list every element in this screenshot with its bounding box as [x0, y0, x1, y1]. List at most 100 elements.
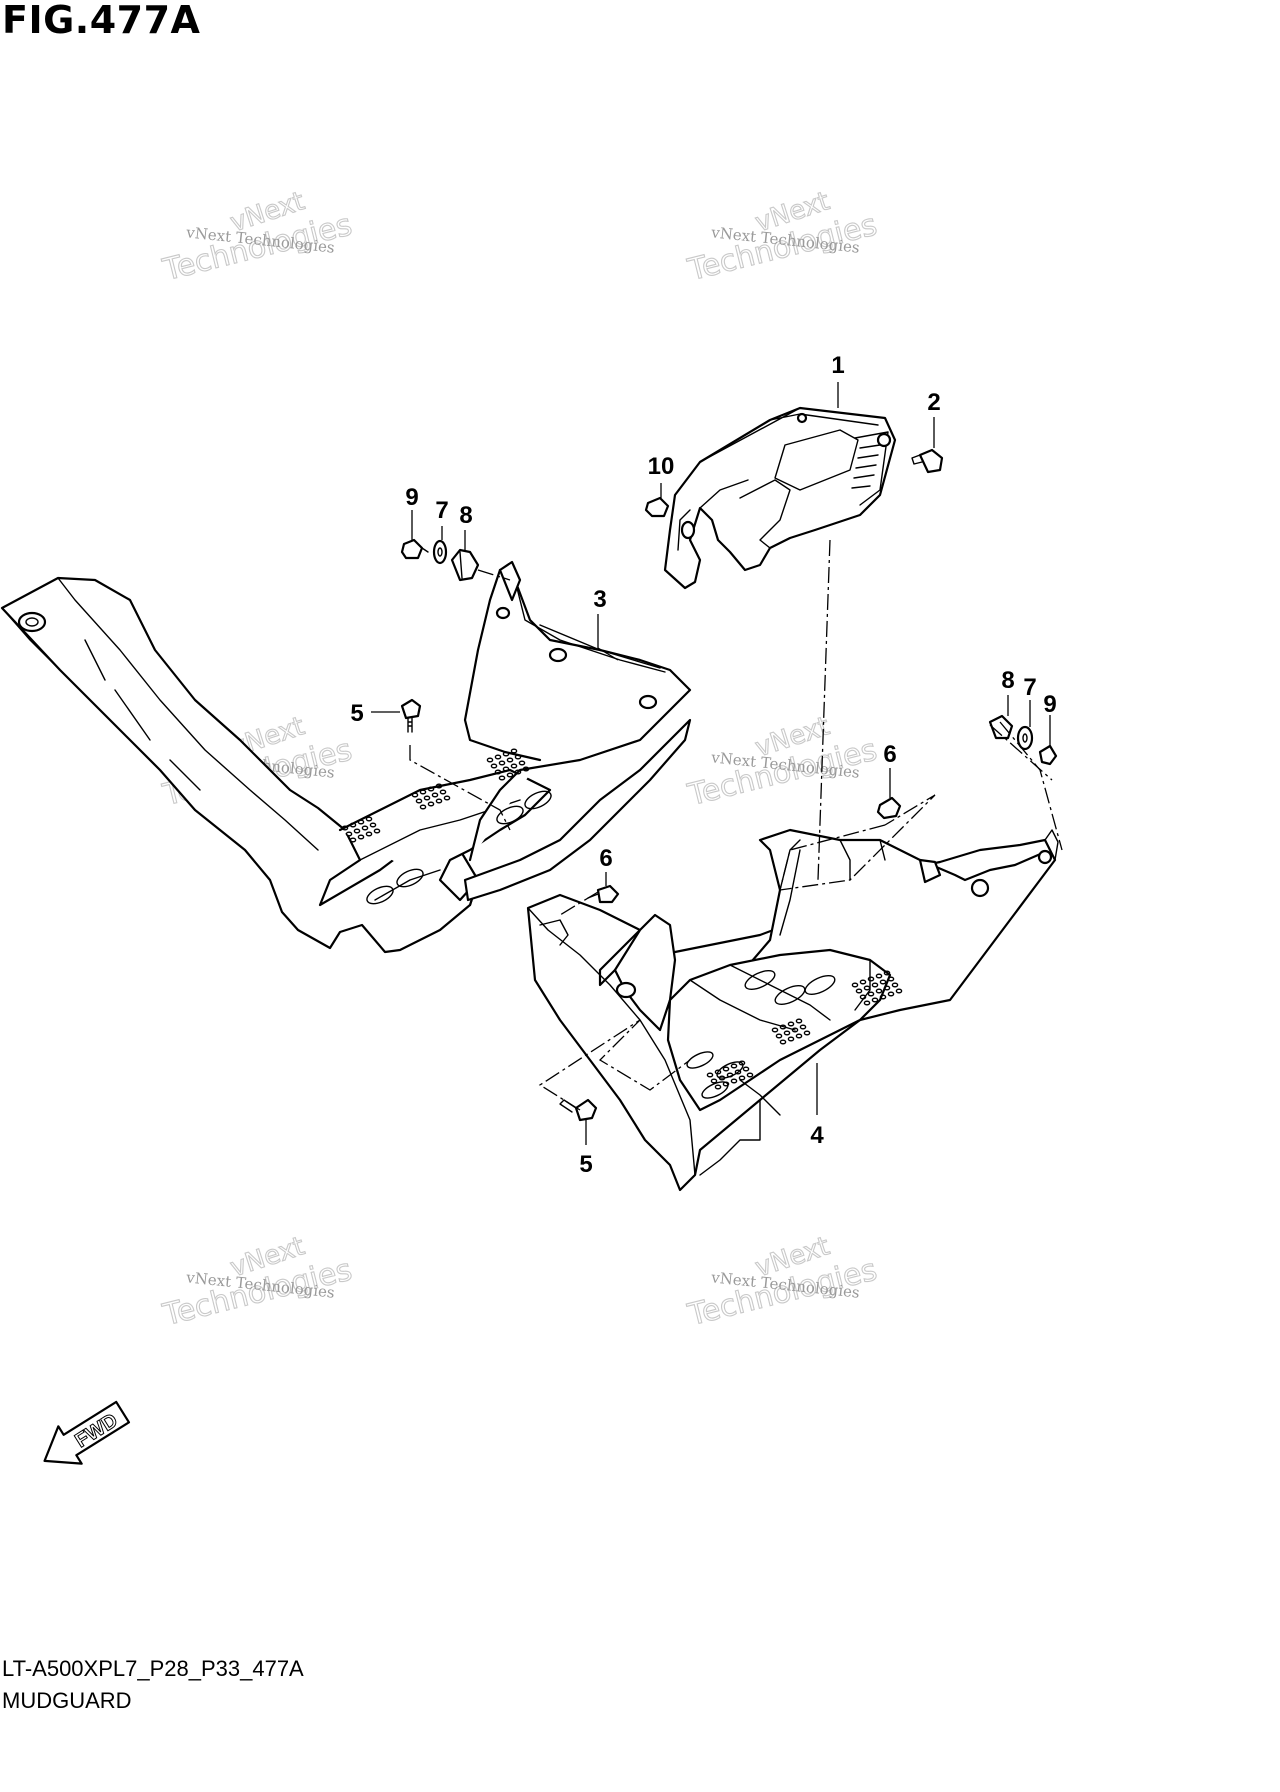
part-9-screw-left — [400, 538, 429, 560]
callout-3: 3 — [593, 586, 606, 613]
callout-6-lower: 6 — [599, 845, 612, 872]
tread-dot — [494, 754, 502, 760]
part-7-washer-right — [1016, 725, 1034, 751]
tread-dot — [494, 769, 502, 775]
tread-dot — [722, 1081, 730, 1087]
part-6-bolt-lower — [587, 884, 620, 904]
tread-dot — [349, 822, 357, 828]
tread-dot — [353, 828, 361, 834]
tread-dot — [518, 760, 526, 766]
tread-dot — [895, 988, 903, 994]
tread-dot — [427, 786, 435, 792]
leader-lines — [371, 382, 1051, 1145]
tread-dot — [883, 985, 891, 991]
tread-dot — [879, 994, 887, 1000]
callout-5-lower: 5 — [579, 1151, 592, 1178]
assembly-dash-lines — [409, 539, 1063, 1111]
tread-dot — [510, 748, 518, 754]
tread-dot — [859, 979, 867, 985]
tread-dot — [427, 801, 435, 807]
part-5-bolt-left — [400, 698, 422, 733]
tread-dot — [879, 979, 887, 985]
tread-dot — [357, 819, 365, 825]
tread-dot — [742, 1066, 750, 1072]
tread-dot — [795, 1018, 803, 1024]
callout-4: 4 — [810, 1122, 824, 1149]
tread-dot — [738, 1075, 746, 1081]
tread-dot — [851, 982, 859, 988]
tread-dot — [734, 1069, 742, 1075]
tread-dot — [341, 825, 349, 831]
tread-dot — [799, 1024, 807, 1030]
tread-dot — [345, 831, 353, 837]
tread-dot — [411, 792, 419, 798]
tread-dot — [443, 795, 451, 801]
callout-7-right: 7 — [1023, 674, 1036, 701]
tread-dot — [775, 1033, 783, 1039]
tread-dot — [867, 976, 875, 982]
part-8-cushion-right — [988, 714, 1014, 740]
tread-dots — [411, 783, 451, 810]
figure-title: FIG.477A — [2, 0, 201, 42]
tread-dot — [714, 1069, 722, 1075]
tread-dot — [863, 1000, 871, 1006]
callout-5-left: 5 — [350, 700, 363, 727]
tread-dot — [369, 822, 377, 828]
tread-dot — [803, 1030, 811, 1036]
tread-dot — [730, 1063, 738, 1069]
tread-dot — [365, 816, 373, 822]
tread-dot — [871, 982, 879, 988]
tread-dot — [746, 1072, 754, 1078]
tread-dot — [714, 1084, 722, 1090]
tread-dot — [883, 970, 891, 976]
callout-labels: 1 2 10 9 7 8 3 5 6 6 8 7 9 4 5 — [350, 352, 1056, 1178]
callout-9-right: 9 — [1043, 691, 1056, 718]
tread-dot — [510, 763, 518, 769]
callout-7-left: 7 — [435, 497, 448, 524]
tread-dot — [787, 1036, 795, 1042]
tread-dot — [419, 804, 427, 810]
tread-dot — [718, 1075, 726, 1081]
tread-dots — [341, 816, 381, 843]
figure-name: MUDGUARD — [2, 1688, 132, 1713]
callout-9-left: 9 — [405, 484, 418, 511]
tread-dots — [486, 748, 530, 781]
tread-dot — [514, 769, 522, 775]
tread-dot — [783, 1030, 791, 1036]
tread-dot — [373, 828, 381, 834]
part-3-left-mudguard — [0, 560, 692, 954]
tread-dot — [855, 988, 863, 994]
part-6-bolt-upper — [876, 796, 902, 820]
tread-dot — [710, 1078, 718, 1084]
tread-dot — [415, 798, 423, 804]
tread-dot — [506, 772, 514, 778]
tread-dot — [435, 783, 443, 789]
tread-dot — [863, 985, 871, 991]
tread-dot — [795, 1033, 803, 1039]
tread-dot — [506, 757, 514, 763]
tread-dot — [867, 991, 875, 997]
tread-dot — [722, 1066, 730, 1072]
part-9-screw-right — [1038, 744, 1058, 766]
tread-dot — [357, 834, 365, 840]
part-7-washer-left — [432, 539, 448, 565]
callout-8-left: 8 — [459, 502, 472, 529]
tread-dot — [875, 988, 883, 994]
callout-10: 10 — [648, 453, 675, 480]
tread-dot — [730, 1078, 738, 1084]
tread-dots — [851, 970, 903, 1006]
part-10-nut — [644, 496, 670, 518]
tread-dot — [771, 1027, 779, 1033]
tread-dot — [738, 1060, 746, 1066]
tread-dot — [365, 831, 373, 837]
tread-dot — [726, 1072, 734, 1078]
part-1-front-fender-cover — [663, 406, 897, 590]
tread-dot — [498, 775, 506, 781]
part-4-right-mudguard — [526, 828, 1059, 1192]
